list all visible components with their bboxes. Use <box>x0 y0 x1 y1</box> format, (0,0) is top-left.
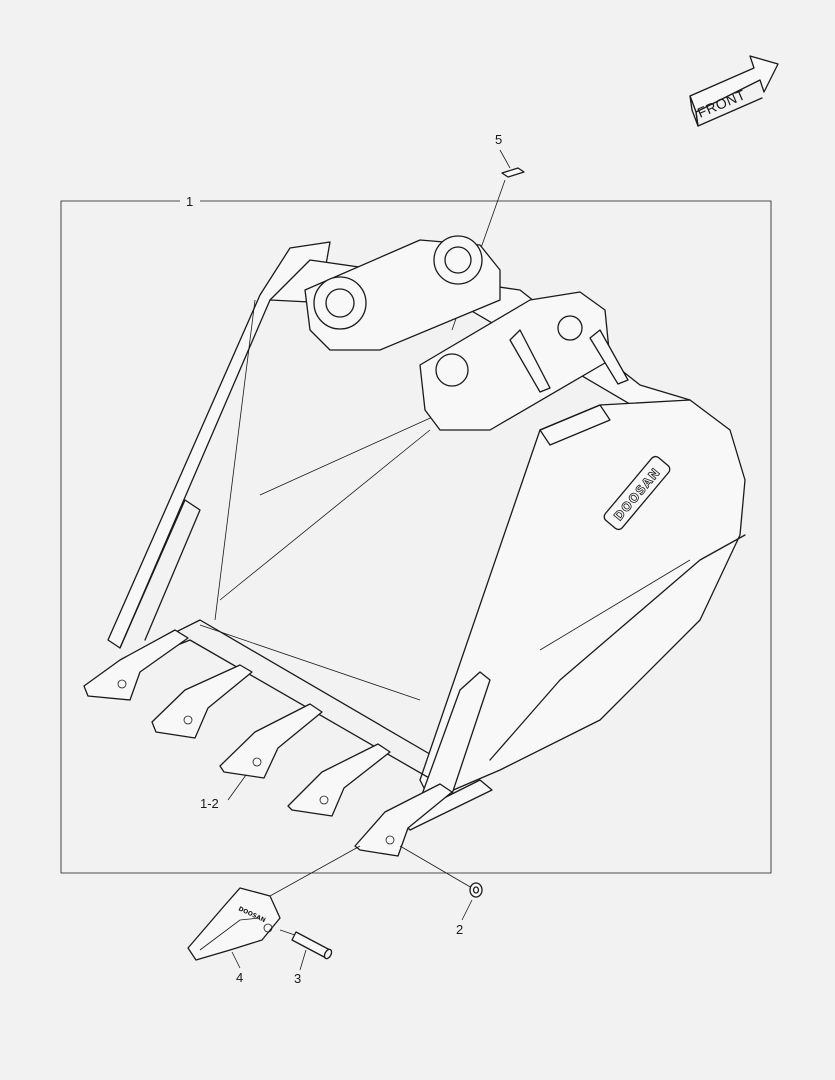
leader-2 <box>461 899 473 921</box>
callout-5: 5 <box>495 132 502 147</box>
assembly-boundary-box <box>60 200 772 874</box>
front-direction-arrow: FRONT <box>689 55 779 127</box>
callout-1-2: 1-2 <box>200 796 219 811</box>
tooth-point-part: DOOSAN <box>187 845 361 961</box>
tooth-row <box>83 629 453 857</box>
callout-3: 3 <box>294 971 301 986</box>
leader-4-to-tooth <box>269 845 361 897</box>
pin-lock-part <box>399 845 483 898</box>
tooth-4 <box>287 743 391 817</box>
leader-5 <box>499 149 511 169</box>
pin-part <box>279 929 333 960</box>
leader-4 <box>231 951 241 969</box>
tooth-1 <box>83 629 189 701</box>
tooth-3 <box>219 703 323 779</box>
callout-2: 2 <box>456 922 463 937</box>
tooth-5 <box>354 783 453 857</box>
callout-4: 4 <box>236 970 243 985</box>
mounting-bracket-rear <box>304 235 501 351</box>
shim-part <box>501 167 525 178</box>
callout-1: 1 <box>186 194 193 209</box>
mounting-bracket-front <box>419 291 629 431</box>
leader-1-2 <box>227 774 247 801</box>
leader-2-to-tooth <box>399 845 473 889</box>
tooth-2 <box>151 664 253 739</box>
leader-3 <box>299 949 307 971</box>
